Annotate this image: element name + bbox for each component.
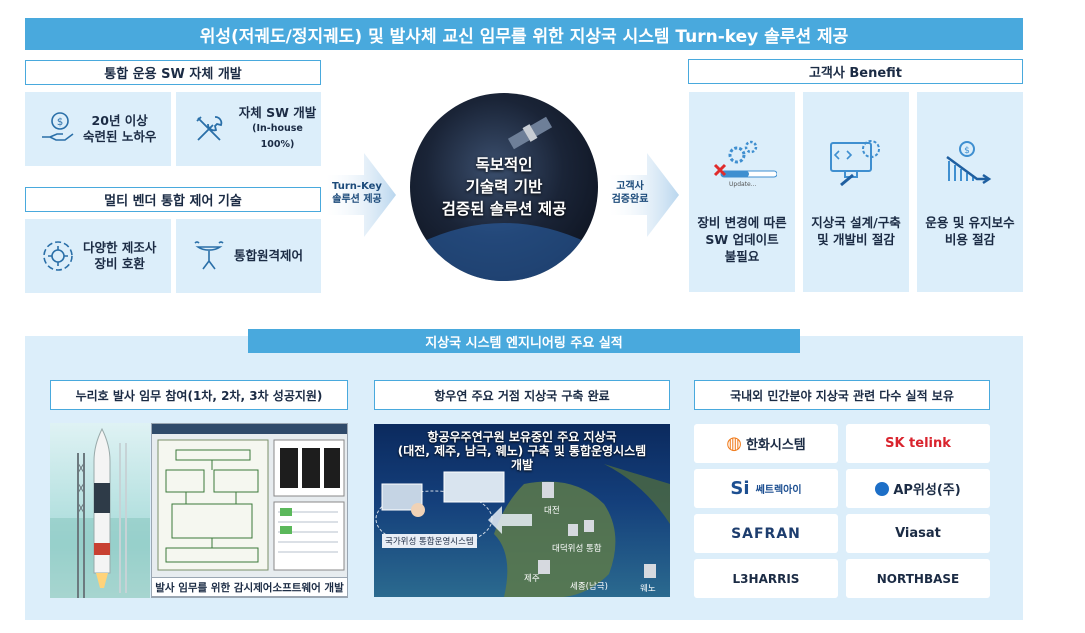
kari-map-image: 항공우주연구원 보유중인 주요 지상국 (대전, 제주, 남극, 웨노) 구축 … bbox=[374, 424, 670, 597]
page-banner: 위성(저궤도/정지궤도) 및 발사체 교신 임무를 위한 지상국 시스템 Tur… bbox=[25, 18, 1023, 50]
satrec-mark-icon: Si bbox=[730, 478, 750, 499]
benefit-cost-text: 운용 및 유지보수 비용 절감 bbox=[925, 215, 1015, 247]
svg-text:$: $ bbox=[964, 146, 970, 156]
section-title-sw: 통합 운용 SW 자체 개발 bbox=[25, 60, 321, 85]
nuri-title: 누리호 발사 임무 참여(1차, 2차, 3차 성공지원) bbox=[50, 380, 348, 410]
section-title-multivendor: 멀티 벤더 통합 제어 기술 bbox=[25, 187, 321, 212]
kari-title: 항우연 주요 거점 지상국 구축 완료 bbox=[374, 380, 670, 410]
satellite-icon bbox=[410, 116, 598, 281]
nuri-rocket-image bbox=[50, 423, 150, 598]
tile-compat: 다양한 제조사 장비 호환 bbox=[25, 219, 171, 293]
arrow2-label: 고객사 검증완료 bbox=[611, 181, 649, 205]
map-label-daedeok: 대덕위성 통합 bbox=[552, 544, 602, 554]
tile-knowhow: $ 20년 이상 숙련된 노하우 bbox=[25, 92, 171, 166]
logo-sktelink: SK telink bbox=[846, 424, 990, 463]
section-title-benefit: 고객사 Benefit bbox=[688, 59, 1023, 84]
tile-knowhow-text: 20년 이상 숙련된 노하우 bbox=[83, 113, 157, 144]
logo-safran: SAFRAN bbox=[694, 514, 838, 553]
center-text-3: 검증된 솔루션 제공 bbox=[441, 200, 567, 218]
monitoring-sw-screenshot bbox=[151, 423, 348, 598]
arrow-right-icon bbox=[609, 153, 679, 237]
benefit-update-text: 장비 변경에 따른 SW 업데이트 불필요 bbox=[697, 215, 787, 264]
svg-text:$: $ bbox=[57, 117, 63, 128]
benefit-tile-update: Update... 장비 변경에 따른 SW 업데이트 불필요 bbox=[689, 92, 795, 292]
tile-remote: 통합원격제어 bbox=[176, 219, 321, 293]
cost-down-icon: $ bbox=[917, 137, 1023, 192]
logo-viasat: Viasat bbox=[846, 514, 990, 553]
tile-compat-text: 다양한 제조사 장비 호환 bbox=[83, 240, 157, 271]
update-gears-icon: Update... bbox=[689, 137, 795, 192]
map-label-daejeon: 대전 bbox=[544, 506, 560, 516]
benefit-design-text: 지상국 설계/구축 및 개발비 절감 bbox=[811, 215, 901, 247]
hanwha-mark-icon: ◍ bbox=[726, 433, 742, 454]
center-globe: 독보적인 기술력 기반 검증된 솔루션 제공 bbox=[410, 93, 598, 281]
map-label-weno: 웨노 bbox=[640, 584, 656, 594]
logo-satrec: Si 쎄트렉아이 bbox=[694, 469, 838, 508]
map-label-ops: 국가위성 통합운영시스템 bbox=[382, 534, 477, 548]
benefit-tile-cost: $ 운용 및 유지보수 비용 절감 bbox=[917, 92, 1023, 292]
money-hand-icon: $ bbox=[37, 108, 79, 150]
benefit-tile-design: 지상국 설계/구축 및 개발비 절감 bbox=[803, 92, 909, 292]
map-label-sejong: 세종(남극) bbox=[570, 582, 608, 592]
arrow-right-icon bbox=[326, 153, 396, 237]
sw-caption: 발사 임무를 위한 감시제어소프트웨어 개발 bbox=[151, 577, 348, 597]
civil-title: 국내외 민간분야 지상국 관련 다수 실적 보유 bbox=[694, 380, 990, 410]
monitor-gear-icon bbox=[803, 137, 909, 192]
arrow1-label: Turn-Key 솔루션 제공 bbox=[332, 181, 382, 205]
logo-northbase: NORTHBASE bbox=[846, 559, 990, 598]
tile-inhouse: 자체 SW 개발 (In-house 100%) bbox=[176, 92, 321, 166]
logo-hanwha: ◍ 한화시스템 bbox=[694, 424, 838, 463]
tile-remote-text: 통합원격제어 bbox=[234, 248, 304, 263]
center-text-2: 기술력 기반 bbox=[465, 178, 543, 196]
map-label-jeju: 제주 bbox=[524, 574, 540, 584]
logo-l3harris: L3HARRIS bbox=[694, 559, 838, 598]
ap-mark-icon bbox=[875, 481, 890, 496]
antenna-icon bbox=[188, 235, 230, 277]
center-text-1: 독보적인 bbox=[475, 156, 533, 174]
tile-inhouse-text: 자체 SW 개발 (In-house 100%) bbox=[238, 105, 317, 150]
engineering-title: 지상국 시스템 엔지니어링 주요 실적 bbox=[248, 329, 800, 353]
gear-cycle-icon bbox=[37, 235, 79, 277]
logo-apsatellite: AP위성(주) bbox=[846, 469, 990, 508]
tools-icon bbox=[188, 108, 230, 150]
svg-text:Update...: Update... bbox=[729, 181, 757, 188]
kari-map-text: 항공우주연구원 보유중인 주요 지상국 (대전, 제주, 남극, 웨노) 구축 … bbox=[397, 430, 647, 472]
